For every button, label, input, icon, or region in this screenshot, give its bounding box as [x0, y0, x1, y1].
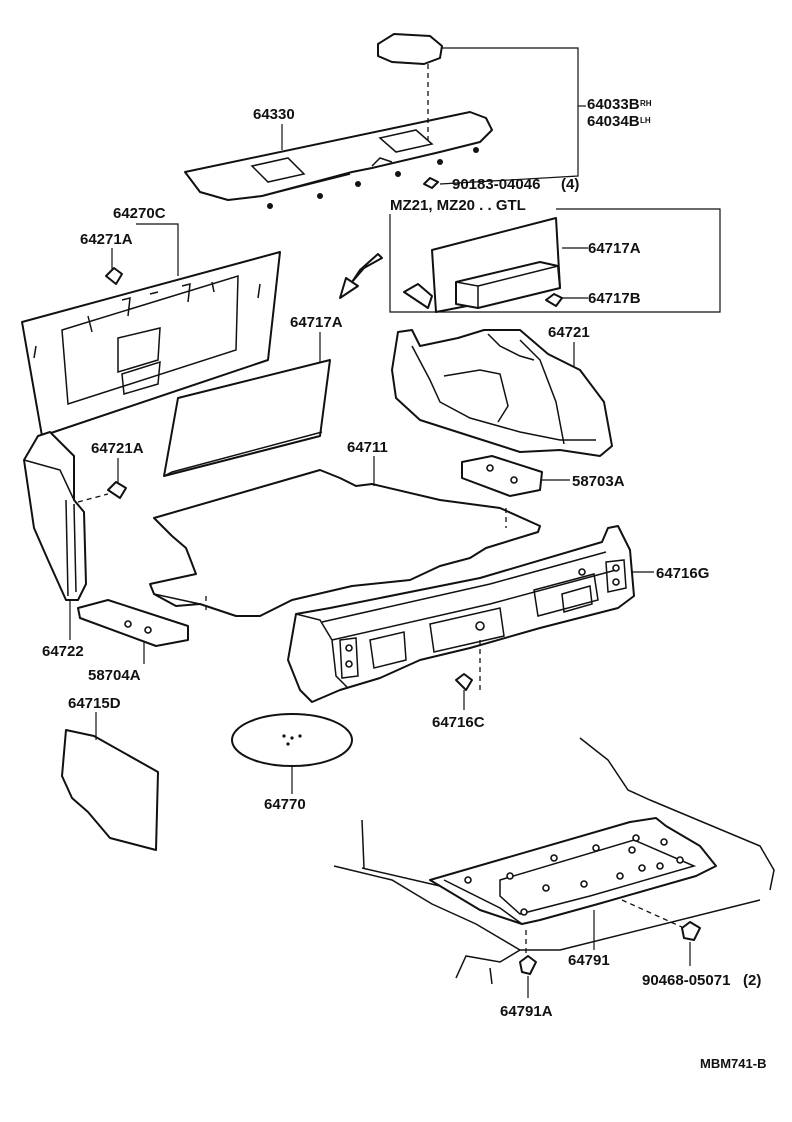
- clip-64721a: [107, 481, 127, 499]
- trunk-floor-mat-64711: [149, 469, 541, 617]
- trunk-front-trim-64270c: [21, 251, 281, 437]
- label-64716g: 64716G: [656, 565, 709, 582]
- label-64270c: 64270C: [113, 205, 166, 222]
- speaker-cover-64033b: [377, 33, 443, 65]
- label-58704a: 58704A: [88, 667, 141, 684]
- pad-58704a: [77, 599, 189, 647]
- variant-note: MZ21, MZ20 . . GTL: [390, 197, 526, 214]
- label-64722: 64722: [42, 643, 84, 660]
- label-64033b-side: RH: [640, 99, 652, 108]
- label-64717a-upper: 64717A: [588, 240, 641, 257]
- trunk-side-trim-64722: [23, 431, 87, 601]
- label-64791: 64791: [568, 952, 610, 969]
- clip-90183-04046: [423, 177, 439, 189]
- clip-64716c: [455, 673, 473, 691]
- rear-panel-trim-64716g: [287, 525, 635, 703]
- label-64034b: 64034B: [587, 113, 640, 130]
- label-90468-05071: 90468-05071: [642, 972, 730, 989]
- label-64721: 64721: [548, 324, 590, 341]
- label-64721a: 64721A: [91, 440, 144, 457]
- label-90183-04046: 90183-04046: [452, 176, 540, 193]
- trunk-lid-outline: [333, 737, 775, 985]
- variant-box-gtl: MZ21, MZ20 . . GTL 64717A 64717B: [389, 197, 721, 313]
- clip-90468-05071: [681, 921, 701, 941]
- label-90468-qty: (2): [743, 972, 761, 989]
- package-tray-trim-64330: [184, 111, 493, 209]
- trunk-trim-64715d: [61, 729, 159, 851]
- label-64034b-side: LH: [640, 116, 651, 125]
- reference-code: MBM741-B: [700, 1056, 766, 1071]
- fastener-64791a: [519, 955, 537, 975]
- trunk-lid-trim-64791: [429, 817, 717, 925]
- label-64716c: 64716C: [432, 714, 485, 731]
- trunk-board-64717a: [163, 359, 331, 477]
- label-64717b: 64717B: [588, 290, 641, 307]
- label-64711: 64711: [347, 439, 388, 456]
- label-64715d: 64715D: [68, 695, 121, 712]
- location-arrow: [339, 253, 383, 299]
- label-64791a: 64791A: [500, 1003, 553, 1020]
- label-64271a: 64271A: [80, 231, 133, 248]
- clip-64271a: [105, 267, 123, 285]
- spare-wheel-cover-64770: [231, 713, 353, 767]
- label-64330: 64330: [253, 106, 295, 123]
- label-90183-qty: (4): [561, 176, 579, 193]
- label-64770: 64770: [264, 796, 306, 813]
- trunk-side-trim-64721: [391, 329, 613, 457]
- pad-58703a: [461, 455, 543, 497]
- label-58703a: 58703A: [572, 473, 625, 490]
- label-64717a-lower: 64717A: [290, 314, 343, 331]
- label-64033b: 64033B: [587, 96, 640, 113]
